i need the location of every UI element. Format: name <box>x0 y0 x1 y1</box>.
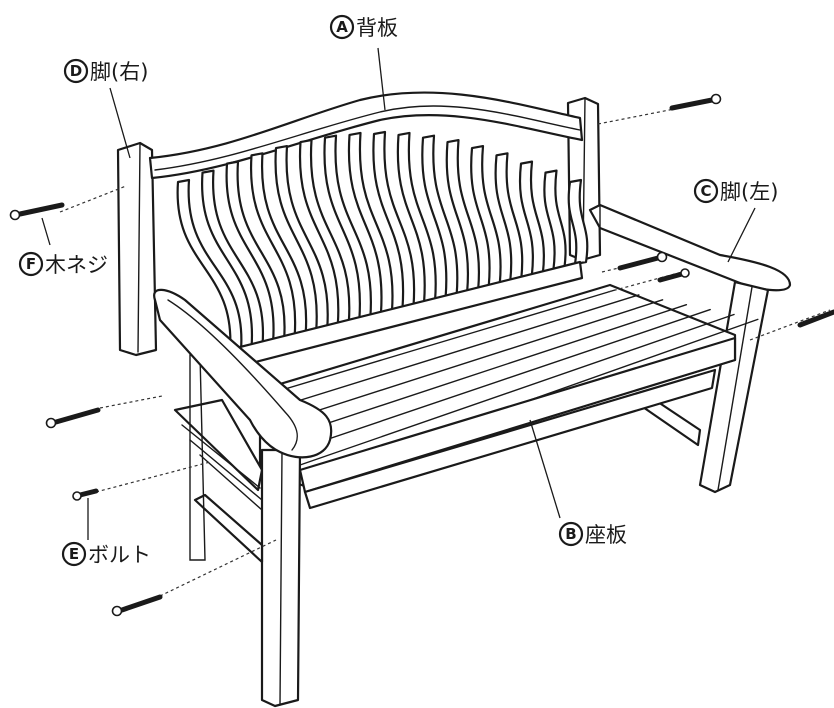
marker-e: E <box>69 545 79 563</box>
right-front-leg <box>260 448 302 708</box>
seat-slat <box>292 308 711 452</box>
left-leg-label: 脚(左) <box>720 180 778 204</box>
bolts <box>72 268 690 501</box>
left-front-leg <box>698 280 770 494</box>
seat-slat <box>264 289 616 396</box>
marker-d: D <box>70 62 82 80</box>
seat-front-apron <box>298 336 737 510</box>
leader-lines <box>41 47 756 540</box>
back-slat <box>543 169 567 271</box>
back-panel-label: 背板 <box>356 16 398 40</box>
seat-slat <box>271 294 640 410</box>
seat-slat <box>278 299 664 424</box>
right-leg-label: 脚(右) <box>90 60 148 84</box>
back-slat <box>567 178 589 266</box>
right-rear-leg <box>116 141 158 357</box>
back-top-rail <box>148 91 584 180</box>
marker-b: B <box>565 525 576 543</box>
label-right-leg: D 脚(右) <box>63 58 148 84</box>
wood-screw-label: 木ネジ <box>45 253 108 277</box>
marker-c: C <box>700 182 711 200</box>
label-wood-screw: F 木ネジ <box>18 251 108 277</box>
seat-slat <box>299 313 735 466</box>
marker-f: F <box>26 255 36 273</box>
label-bolt: E ボルト <box>61 541 151 567</box>
wood-screws <box>9 93 834 617</box>
marker-a: A <box>336 18 348 36</box>
seat-slats <box>264 289 759 480</box>
label-back-panel: A 背板 <box>329 14 398 40</box>
label-left-leg: C 脚(左) <box>693 178 778 204</box>
left-armrest <box>588 203 792 292</box>
seat-slat <box>285 304 688 438</box>
bolt-label: ボルト <box>88 543 151 567</box>
back-slat <box>518 160 545 277</box>
label-seat-panel: B 座板 <box>558 521 627 547</box>
right-armrest <box>153 288 333 459</box>
back-slats <box>176 130 589 354</box>
seat-panel-label: 座板 <box>585 523 627 547</box>
